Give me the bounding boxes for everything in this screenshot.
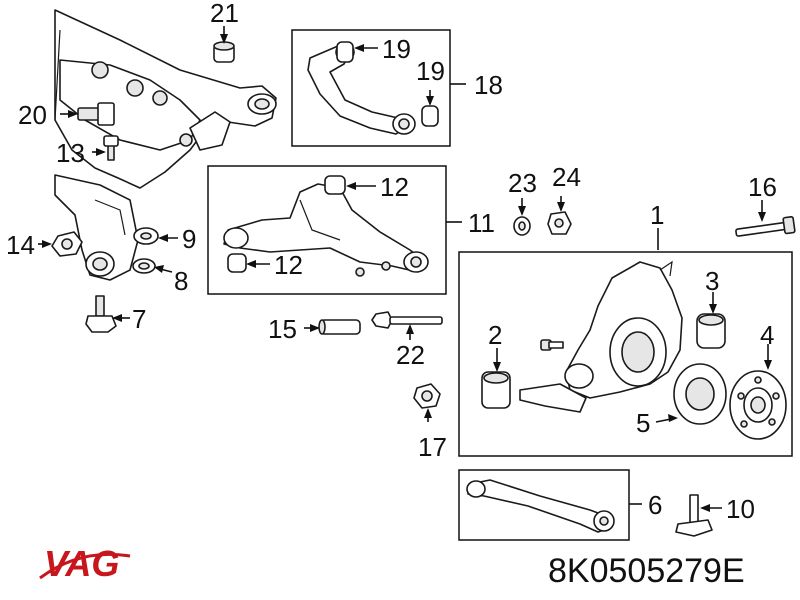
bushing-21 xyxy=(213,41,235,63)
callout-21: 21 xyxy=(210,0,239,28)
washer-8 xyxy=(132,258,156,274)
lower-arm-11 xyxy=(223,183,429,277)
bolt-16 xyxy=(735,215,796,237)
callout-24: 24 xyxy=(552,162,581,192)
wheel-carrier-1 xyxy=(519,260,683,413)
callout-3: 3 xyxy=(705,266,719,296)
group-box-6 xyxy=(458,469,630,541)
washer-23 xyxy=(513,216,531,236)
bolt-20 xyxy=(77,102,115,126)
callout-22: 22 xyxy=(396,340,425,370)
link-6 xyxy=(466,479,615,533)
nut-17 xyxy=(413,383,441,409)
bolt-10 xyxy=(675,494,713,537)
nut-14 xyxy=(51,231,83,257)
callout-19a: 19 xyxy=(382,34,411,64)
callout-7: 7 xyxy=(132,304,146,334)
callout-16: 16 xyxy=(748,172,777,202)
bushing-19-bottom xyxy=(421,105,439,127)
callout-17: 17 xyxy=(418,432,447,462)
callout-18: 18 xyxy=(474,70,503,100)
callout-8: 8 xyxy=(174,266,188,296)
bearing-5 xyxy=(673,363,727,425)
bushing-12-top xyxy=(324,175,346,195)
callout-5: 5 xyxy=(636,408,650,438)
bolt-7 xyxy=(85,295,117,333)
callout-19b: 19 xyxy=(416,56,445,86)
callout-6: 6 xyxy=(648,490,662,520)
callout-2: 2 xyxy=(488,320,502,350)
part-number: 8K0505279E xyxy=(548,552,745,590)
leader-lines xyxy=(38,26,772,512)
bushing-12-bottom xyxy=(227,253,247,273)
bushing-2 xyxy=(481,371,511,409)
group-box-11 xyxy=(207,165,447,295)
washer-9 xyxy=(133,227,159,245)
bushing-19-top xyxy=(336,41,354,63)
callout-15: 15 xyxy=(268,314,297,344)
callout-11: 11 xyxy=(468,208,495,238)
group-box-1 xyxy=(458,251,793,457)
callout-numbers: 21 20 13 14 9 8 7 19 19 18 12 12 11 23 2… xyxy=(6,0,777,524)
callout-4: 4 xyxy=(760,320,774,350)
hub-4 xyxy=(729,370,787,440)
vag-logo: VAG xyxy=(39,543,131,584)
sleeve-15 xyxy=(318,319,361,335)
vag-logo-text: VAG xyxy=(44,543,119,584)
callout-10: 10 xyxy=(726,494,755,524)
group-box-18 xyxy=(291,29,451,147)
callout-12a: 12 xyxy=(380,172,409,202)
callout-14: 14 xyxy=(6,230,35,260)
nut-24 xyxy=(547,211,572,235)
bushing-3 xyxy=(696,313,726,349)
callout-20: 20 xyxy=(18,100,47,130)
bolt-22 xyxy=(371,311,443,329)
callout-23: 23 xyxy=(508,168,537,198)
callout-12b: 12 xyxy=(274,250,303,280)
bolt-13 xyxy=(103,135,119,161)
callout-9: 9 xyxy=(182,224,196,254)
callout-13: 13 xyxy=(56,138,85,168)
callout-1: 1 xyxy=(650,200,664,230)
bolt-small xyxy=(540,339,564,351)
